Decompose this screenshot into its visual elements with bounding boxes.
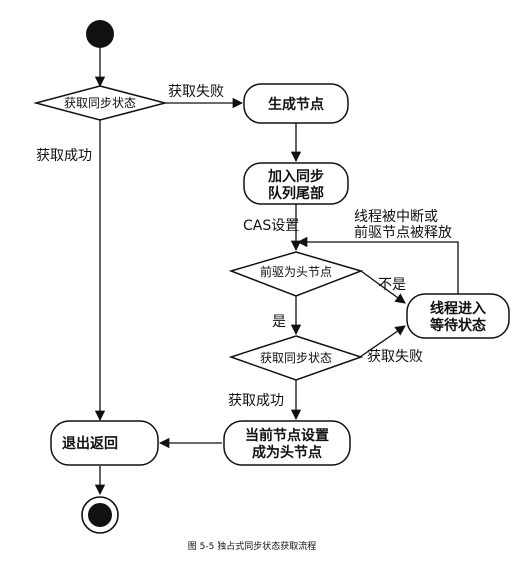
- exit-return-box: [50, 420, 159, 466]
- decision-pred-head-label: 前驱为头节点: [260, 264, 332, 279]
- exit-return-label: 退出返回: [62, 435, 118, 452]
- wait-state-label-line1: 线程进入: [430, 300, 486, 317]
- create-node-box: [243, 83, 349, 124]
- edge-label-interrupt-line1: 线程被中断或: [354, 209, 438, 225]
- set-head-label-line1: 当前节点设置: [245, 427, 329, 444]
- end-node-core: [88, 503, 112, 527]
- wait-state-label-line2: 等待状态: [430, 317, 486, 334]
- edge-wait-loop-back: [296, 236, 459, 294]
- decision-pred-head: [228, 251, 364, 297]
- decision-acquire-initial-label: 获取同步状态: [64, 96, 136, 110]
- decision-acquire-loop-label: 获取同步状态: [260, 351, 332, 365]
- wait-state-box: [406, 293, 510, 339]
- edge-fail-to-wait: [359, 325, 406, 358]
- edge-not-to-wait: [360, 270, 406, 304]
- set-head-label-line2: 成为头节点: [252, 444, 322, 461]
- start-node: [86, 20, 114, 48]
- edge-label-acquire-success-left: 获取成功: [36, 148, 92, 164]
- enqueue-label-line1: 加入同步: [267, 168, 324, 185]
- edge-label-acquire-fail-top: 获取失败: [168, 84, 224, 100]
- edge-label-acquire-fail-loop: 获取失败: [367, 349, 423, 365]
- edge-label-not-yes: 不是: [378, 277, 406, 293]
- edge-label-yes: 是: [272, 314, 286, 330]
- set-head-box: [223, 420, 351, 466]
- create-node-label: 生成节点: [268, 96, 324, 113]
- enqueue-box: [243, 162, 349, 205]
- decision-acquire-initial: [33, 85, 168, 121]
- edge-label-cas-set: CAS设置: [243, 218, 299, 234]
- edge-label-acquire-success-loop: 获取成功: [228, 393, 284, 409]
- figure-caption: 图 5-5 独占式同步状态获取流程: [188, 540, 316, 552]
- edge-label-interrupt-line2: 前驱节点被释放: [354, 224, 452, 241]
- decision-acquire-loop: [228, 335, 364, 381]
- enqueue-label-line2: 队列尾部: [268, 185, 324, 202]
